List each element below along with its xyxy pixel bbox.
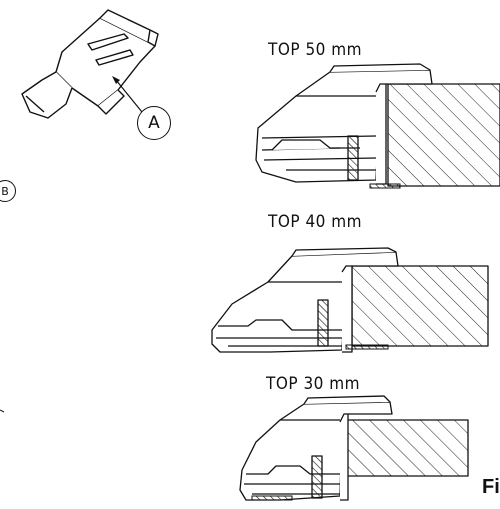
label-top-40: TOP 40 mm (268, 212, 363, 232)
callout-a-text: A (148, 113, 160, 133)
seal-strip-40 (345, 344, 389, 350)
callout-a-arrow (112, 76, 120, 84)
section-top-50 (255, 63, 500, 187)
mounting-bracket (21, 9, 159, 119)
label-top-50: TOP 50 mm (268, 40, 363, 60)
callout-b-text: B (1, 184, 9, 198)
label-top-30: TOP 30 mm (266, 374, 361, 394)
callout-a: A (137, 106, 171, 140)
edge-mark (0, 409, 5, 413)
callout-a-leader (115, 79, 143, 113)
section-top-30 (239, 395, 469, 501)
seal-strip-30 (251, 495, 293, 501)
seal-strip-50 (369, 183, 401, 189)
callout-b: B (0, 180, 16, 202)
section-top-40 (211, 247, 489, 353)
figure-label: Fi (482, 476, 500, 498)
